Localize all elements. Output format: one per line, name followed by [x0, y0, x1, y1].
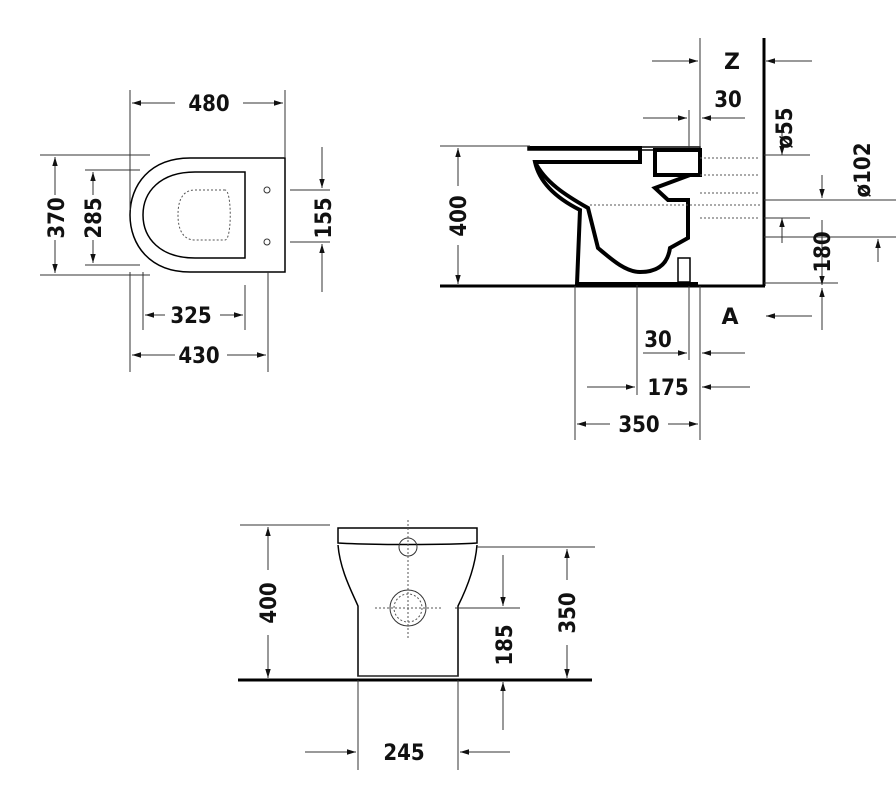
- front-view-dim-185: 185: [493, 624, 518, 665]
- side-view-label-a: A: [721, 305, 738, 330]
- top-view-width-325: 325: [170, 304, 211, 329]
- top-view-bowl-inner: [142, 171, 246, 259]
- front-view-dim-400: 400: [257, 582, 282, 623]
- side-view-foot: [677, 257, 691, 283]
- top-view-height-285: 285: [82, 197, 107, 238]
- side-view-bowl-body: [528, 146, 698, 286]
- top-view-height-370: 370: [45, 197, 70, 238]
- side-view-dim-350: 350: [618, 413, 659, 438]
- front-view-dim-245: 245: [383, 741, 424, 766]
- side-view-dim-400: 400: [447, 195, 472, 236]
- side-view: Z 30 ø55 ø102 180 400 A 30 175 350: [440, 38, 896, 440]
- side-view-label-z: Z: [724, 50, 740, 75]
- front-view-dim-350: 350: [556, 592, 581, 633]
- top-view-height-155: 155: [312, 197, 337, 238]
- side-view-trapway: [533, 161, 691, 275]
- side-view-dim-diam102: ø102: [851, 143, 876, 198]
- top-view-hinge-hole-top: [263, 186, 271, 194]
- side-view-dim-30-bottom: 30: [644, 328, 672, 353]
- top-view-width-480: 480: [188, 92, 229, 117]
- side-view-dim-30-top: 30: [714, 88, 742, 113]
- top-view-width-430: 430: [178, 344, 219, 369]
- front-view: 400 350 185 245: [238, 520, 595, 770]
- side-view-dim-180: 180: [811, 231, 836, 272]
- top-view-bowl-outline: [129, 157, 286, 273]
- side-view-dim-diam55: ø55: [773, 107, 798, 148]
- side-view-outlet: [653, 148, 702, 177]
- side-view-dim-175: 175: [647, 376, 688, 401]
- top-view: 480 430 325 370 285 155: [40, 90, 337, 372]
- top-view-hinge-hole-bottom: [263, 238, 271, 246]
- top-view-water-surface: [177, 189, 231, 241]
